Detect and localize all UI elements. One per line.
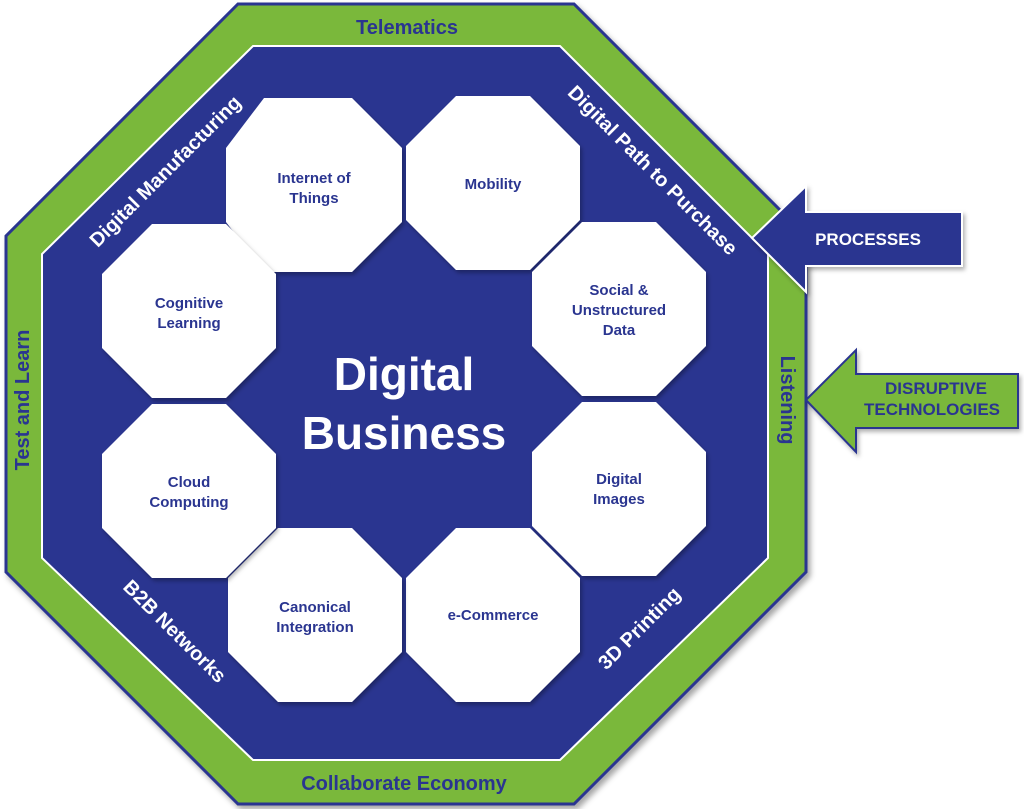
outer-label-top: Telematics [356,17,458,39]
node-ecommerce-line1: e-Commerce [448,607,539,624]
processes-label: PROCESSES [815,230,921,249]
node-images: Digital Images [532,402,706,576]
node-canonical-line1: Canonical [279,599,351,616]
node-mobility: Mobility [406,96,580,270]
node-iot-line2: Things [289,190,338,207]
node-cloud-line1: Cloud [168,474,211,491]
outer-label-right: Listening [776,356,798,445]
node-cognitive-line2: Learning [157,315,220,332]
outer-label-bottom: Collaborate Economy [301,773,507,795]
node-images-line2: Images [593,491,645,508]
node-social-line1: Social & [589,282,648,299]
node-cloud-line2: Computing [149,494,228,511]
center-title-line1: Digital [334,348,475,400]
disruptive-label-line2: TECHNOLOGIES [864,400,1000,419]
node-ecommerce: e-Commerce [406,528,580,702]
node-social-line2: Unstructured [572,302,666,319]
disruptive-technologies-arrow: DISRUPTIVE TECHNOLOGIES [804,347,1019,455]
node-images-line1: Digital [596,471,642,488]
disruptive-label-line1: DISRUPTIVE [885,379,987,398]
node-canonical: Canonical Integration [228,528,402,702]
node-cloud: Cloud Computing [102,404,276,578]
outer-label-left: Test and Learn [12,330,34,471]
inner-navy-octagon [41,45,769,761]
node-social: Social & Unstructured Data [532,222,706,396]
center-title-line2: Business [302,407,507,459]
node-mobility-line1: Mobility [465,176,522,193]
node-cognitive-line1: Cognitive [155,295,223,312]
node-cognitive: Cognitive Learning [102,224,276,398]
node-canonical-line2: Integration [276,619,354,636]
node-iot-line1: Internet of [277,170,351,187]
processes-arrow: PROCESSES [750,183,963,295]
node-iot: Internet of Things [226,98,402,272]
node-social-line3: Data [603,322,636,339]
